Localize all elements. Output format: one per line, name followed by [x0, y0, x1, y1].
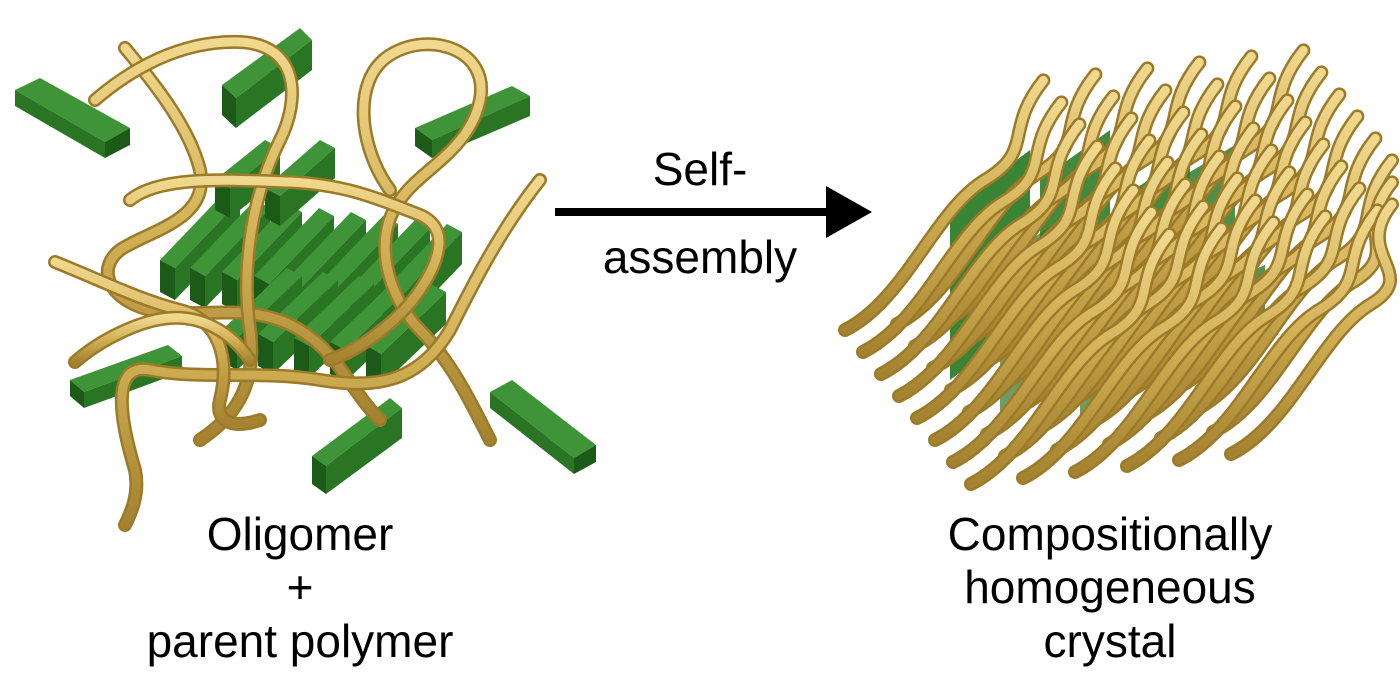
left-caption: Oligomer + parent polymer: [80, 508, 520, 668]
ordered-crystal-illustration: [838, 43, 1399, 491]
right-caption-line-3: crystal: [1043, 614, 1177, 667]
polymer-chain: [114, 173, 547, 532]
polymer-chain: [912, 163, 1120, 423]
arrow-head: [826, 186, 872, 238]
right-caption: Compositionally homogeneous crystal: [880, 508, 1340, 668]
disordered-mixture-illustration: [15, 28, 596, 532]
polymer-chain: [966, 229, 1174, 489]
oligomer-block: [312, 398, 402, 494]
polymer-chain: [1226, 199, 1397, 459]
self-assembly-arrow: [555, 186, 872, 238]
polymer-chain: [356, 37, 497, 447]
oligomer-block: [490, 380, 596, 474]
left-caption-line-2: +: [286, 561, 314, 614]
polymer-chain: [123, 173, 446, 367]
left-caption-line-1: Oligomer: [206, 508, 394, 560]
polymer-chain: [930, 185, 1138, 445]
polymer-chain: [876, 119, 1084, 379]
polymer-chain: [894, 141, 1102, 401]
polymer-chain: [948, 207, 1156, 467]
left-caption-line-3: parent polymer: [146, 614, 454, 667]
polymer-chain: [1018, 223, 1226, 483]
arrow-label-line-2: assembly: [602, 231, 798, 283]
polymer-chain: [840, 75, 1048, 335]
right-caption-line-1: Compositionally: [947, 508, 1273, 560]
tangled-polymer-chains: [48, 34, 547, 532]
loose-oligomer-blocks: [15, 28, 596, 494]
polymer-chain: [858, 97, 1066, 357]
polymer-chain: [1070, 217, 1278, 477]
oligomer-block: [222, 28, 312, 128]
polymer-chain: [1174, 205, 1382, 465]
polymer-chain: [88, 34, 299, 447]
arrow-label-line-1: Self-: [652, 143, 748, 195]
aligned-polymer-chains: [838, 43, 1399, 491]
polymer-chain: [1122, 211, 1330, 471]
oligomer-block: [15, 78, 130, 158]
right-caption-line-2: homogeneous: [964, 561, 1256, 614]
polymer-chain: [68, 310, 257, 369]
